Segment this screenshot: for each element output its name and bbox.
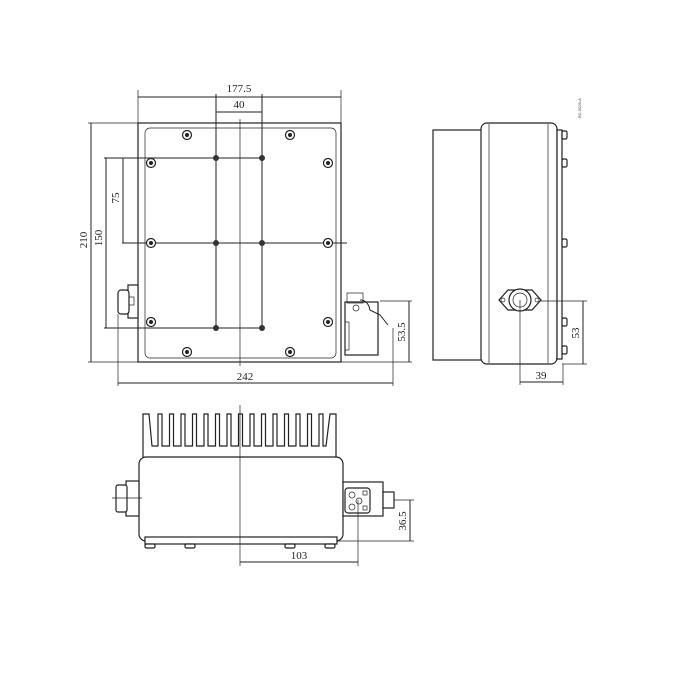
foot-icon xyxy=(324,543,336,549)
hole-icon xyxy=(259,325,265,331)
dim-150: 150 xyxy=(93,229,105,246)
cover-screws xyxy=(145,129,334,358)
side-screws xyxy=(561,130,568,355)
hole-icon xyxy=(213,325,219,331)
dim-210: 210 xyxy=(78,231,90,248)
hole-icon xyxy=(259,240,265,246)
hole-icon xyxy=(213,240,219,246)
front-left-connector xyxy=(112,480,142,517)
top-view: 177.5 40 210 150 75 242 53.5 xyxy=(78,83,412,386)
screw-head xyxy=(149,161,153,165)
dim-75: 75 xyxy=(110,192,122,204)
screw-head xyxy=(326,241,330,245)
dim-36-5: 36.5 xyxy=(397,511,409,531)
screw-head xyxy=(149,320,153,324)
side-screw-icon xyxy=(561,158,568,168)
foot-icon xyxy=(144,543,156,549)
foot-icon xyxy=(184,543,196,549)
hole-icon xyxy=(259,155,265,161)
drawing-code: BC-0026-A xyxy=(577,98,582,118)
side-view: 53 39 BC-0026-A xyxy=(432,98,587,385)
latch xyxy=(344,292,389,356)
side-screw-icon xyxy=(561,345,568,355)
dim-53-5: 53.5 xyxy=(396,322,408,342)
screw-head xyxy=(185,133,189,137)
housing-side xyxy=(480,122,558,365)
screw-head xyxy=(288,350,292,354)
side-screw-icon xyxy=(561,238,568,248)
mounting-feet xyxy=(144,543,336,549)
heatsink-fins xyxy=(142,413,337,457)
dim-53: 53 xyxy=(570,327,582,339)
dim-242: 242 xyxy=(237,371,254,383)
foot-icon xyxy=(284,543,296,549)
screw-head xyxy=(326,320,330,324)
dim-40: 40 xyxy=(234,99,246,111)
screw-head xyxy=(149,241,153,245)
screw-head xyxy=(288,133,292,137)
front-view: 103 36.5 xyxy=(112,405,414,566)
screw-head xyxy=(326,161,330,165)
screw-head xyxy=(185,350,189,354)
side-screw-icon xyxy=(561,317,568,327)
dimensions-top-view: 177.5 40 210 150 75 242 53.5 xyxy=(78,83,412,386)
heatsink-side xyxy=(432,129,484,361)
front-right-connector xyxy=(342,481,395,517)
hole-icon xyxy=(213,155,219,161)
side-screw-icon xyxy=(561,130,568,140)
dim-39: 39 xyxy=(536,370,548,382)
dim-103: 103 xyxy=(291,550,308,562)
dim-177-5: 177.5 xyxy=(227,83,252,95)
left-connector xyxy=(117,284,139,319)
housing-front xyxy=(138,456,344,542)
mounting-holes xyxy=(213,155,265,331)
